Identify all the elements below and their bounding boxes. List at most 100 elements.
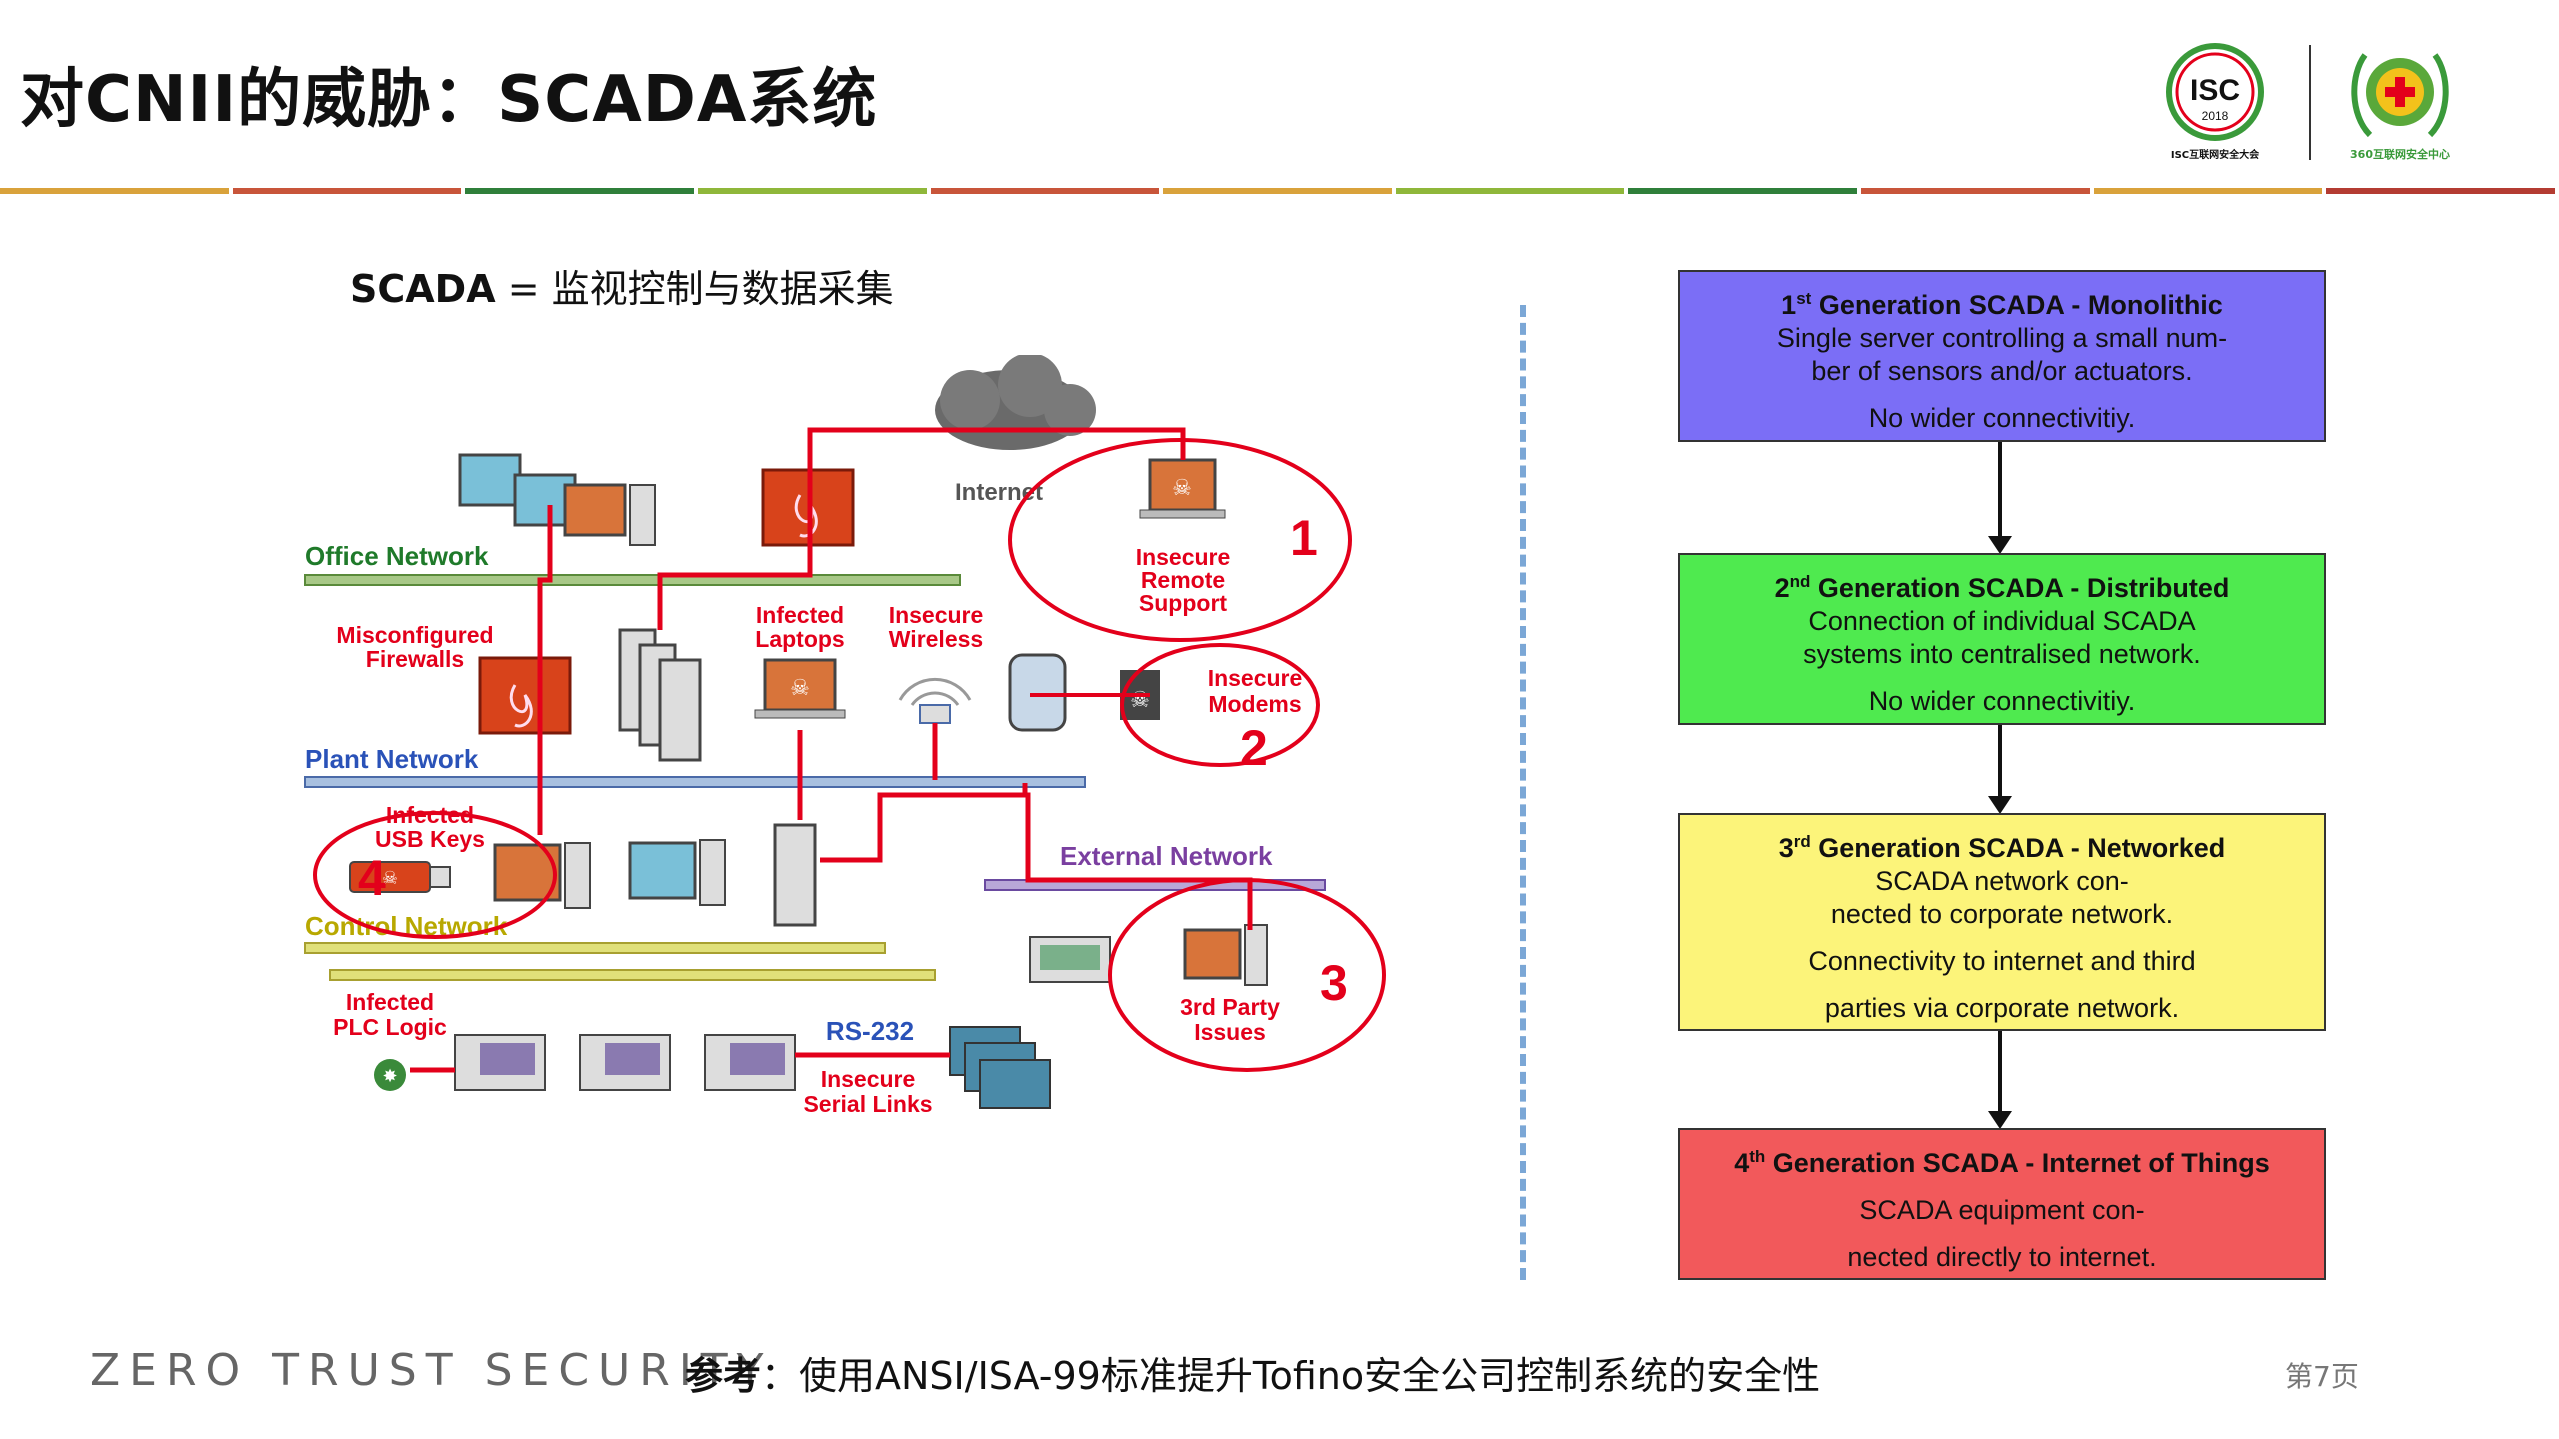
control-network-bar [304,942,886,954]
insecure-remote-label-2: Remote [1141,567,1225,593]
office-computers-icon [458,453,656,546]
gen1-footer: No wider connectivitiy. [1868,403,2136,433]
logo-group: ISC 2018 ISC互联网安全大会 360互联网安全中心 [2166,43,2450,161]
gen2-line-2: systems into centralised network. [1803,639,2201,669]
office-network-bar [304,574,961,586]
isc-logo: ISC 2018 ISC互联网安全大会 [2166,43,2264,161]
gen3-line-1: SCADA network con- [1875,866,2129,896]
svg-text:☠: ☠ [1172,475,1192,500]
stripe-segment [232,188,462,194]
misconfigured-firewalls-label-1: Misconfigured [336,622,493,648]
gen2-line-1: Connection of individual SCADA [1808,606,2196,636]
slide-title: 对CNII的威胁：SCADA系统 [20,63,878,137]
arrow-gen2-gen3 [1988,725,2012,814]
brand-footer: ZERO TRUST SECURITY [90,1345,773,1396]
insecure-modems-label-2: Modems [1208,691,1301,717]
threat-4-marker: 4 [358,850,386,906]
gen1-heading-text: Generation SCADA - Monolithic [1811,290,2223,320]
stripe-segment [930,188,1160,194]
threat-4-circle [313,811,557,939]
gen4-line-2: nected directly to internet. [1847,1242,2157,1272]
stripe-segment [2326,188,2556,194]
svg-text:☠: ☠ [1130,687,1150,712]
insecure-modems-label-1: Insecure [1208,665,1303,691]
isc-logo-caption: ISC互联网安全大会 [2171,148,2259,161]
stripe-segment [697,188,927,194]
gen2-footer: No wider connectivitiy. [1868,686,2136,716]
usb-key-icon: ☠ [349,861,451,893]
page-number: 第7页 [2285,1360,2359,1393]
modem-icon [1008,653,1067,732]
insecure-wireless-label-1: Insecure [889,602,984,628]
insecure-serial-label-2: Serial Links [803,1091,932,1117]
gen1-box: 1st Generation SCADA - Monolithic Single… [1678,270,2326,442]
virus-icon: ✸ [374,1059,406,1091]
misconfigured-firewalls-label-2: Firewalls [366,646,464,672]
plant-servers-icon [618,628,702,762]
reference-note: 参考：使用ANSI/ISA-99标准提升Tofino安全公司控制系统的安全性 [685,1345,1820,1400]
third-party-label-2: Issues [1194,1019,1266,1045]
gen4-heading: 4th Generation SCADA - Internet of Thing… [1680,1140,2324,1180]
serial-devices-icon [949,1026,1051,1109]
infected-plc-label-2: PLC Logic [333,1014,447,1040]
gen3-heading: 3rd Generation SCADA - Networked [1680,825,2324,865]
threat-1-circle [1008,438,1352,642]
threat-1-marker: 1 [1290,510,1318,566]
gen2-heading-text: Generation SCADA - Distributed [1810,573,2230,603]
gen3-ordinal: 3 [1778,833,1794,863]
gen2-ordinal: 2 [1774,573,1790,603]
gen1-line-2: ber of sensors and/or actuators. [1811,356,2193,386]
threat-paths [410,427,1253,1073]
gen4-suffix: th [1749,1147,1766,1166]
360-logo-caption: 360互联网安全中心 [2350,147,2450,161]
threat-3-marker: 3 [1320,955,1348,1011]
gen4-line-1: SCADA equipment con- [1859,1195,2145,1225]
stripe-segment [465,188,694,194]
stripe-segment [1163,188,1392,194]
section-divider [1520,305,1526,1280]
control-workstation-1-icon [493,842,591,909]
infected-plc-label-1: Infected [346,989,434,1015]
reference-text: ：使用ANSI/ISA-99标准提升Tofino安全公司控制系统的安全性 [761,1354,1821,1398]
stripe-segment [1628,188,1858,194]
stripe-segment [1395,188,1625,194]
gen4-ordinal: 4 [1734,1148,1750,1178]
scada-term: SCADA [350,267,496,311]
infected-laptops-label-1: Infected [756,602,844,628]
scada-definition: SCADA = 监视控制与数据采集 [350,258,894,313]
control-server-icon [773,823,817,927]
isc-logo-year: 2018 [2202,109,2229,123]
insecure-remote-label-3: Support [1139,590,1227,616]
isc-logo-text: ISC [2190,74,2240,107]
threat-2-marker: 2 [1240,720,1268,776]
office-network-label: Office Network [305,541,489,571]
gen3-box: 3rd Generation SCADA - Networked SCADA n… [1678,813,2326,1031]
stripe-segment [2093,188,2323,194]
wireless-access-point-icon [898,677,972,724]
gen3-suffix: rd [1793,832,1811,851]
plc-1-icon [454,1034,546,1091]
gen1-suffix: st [1796,289,1812,308]
gen1-ordinal: 1 [1781,290,1797,320]
gen3-line-2: nected to corporate network. [1830,899,2174,929]
plc-2-icon [579,1034,671,1091]
threat-2-circle [1120,643,1320,767]
stripe-segment [0,188,229,194]
scada-threat-diagram: Office Network Plant Network Control Net… [304,355,1386,1117]
gen3-heading-text: Generation SCADA - Networked [1810,833,2226,863]
header-stripe [0,188,2559,194]
third-party-computer-icon [1183,924,1268,986]
svg-text:☠: ☠ [382,868,398,888]
plc-3-icon [704,1034,796,1091]
rs232-label: RS-232 [826,1016,914,1046]
internet-cloud-icon [935,355,1096,450]
gen1-line-1: Single server controlling a small num- [1776,323,2228,353]
gen1-heading: 1st Generation SCADA - Monolithic [1680,282,2324,322]
360-security-logo: 360互联网安全中心 [2350,53,2450,161]
external-plc-icon [1029,936,1111,983]
svg-text:✸: ✸ [382,1066,397,1086]
infected-laptops-label-2: Laptops [755,626,844,652]
gen2-heading: 2nd Generation SCADA - Distributed [1680,565,2324,605]
reference-label: 参考 [685,1354,762,1398]
arrow-gen3-gen4 [1988,1031,2012,1129]
